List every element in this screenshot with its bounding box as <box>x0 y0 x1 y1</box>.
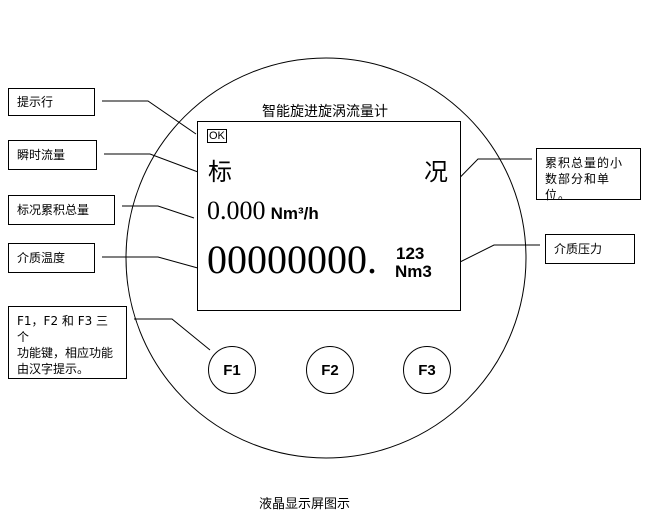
callout-decimal-line2: 数部分和单位。 <box>545 172 611 202</box>
callout-medium-temp: 介质温度 <box>8 243 95 273</box>
lcd-flow-rate: 0.000 Nm³/h <box>207 196 319 226</box>
leader-std-total <box>122 205 195 219</box>
callout-fkeys: F1，F2 和 F3 三个 功能键，相应功能 由汉字提示。 <box>8 306 127 379</box>
leader-fkeys <box>134 318 211 351</box>
leader-medium-temp <box>102 256 206 271</box>
leader-instant-flow <box>104 153 199 173</box>
callout-std-total-text: 标况累积总量 <box>17 203 90 217</box>
lcd-flow-rate-value: 0.000 <box>207 196 266 225</box>
callout-decimal-line1: 累积总量的小 <box>545 156 624 170</box>
callout-std-total: 标况累积总量 <box>8 195 115 225</box>
callout-fkeys-line1: F1，F2 和 F3 三个 <box>17 314 109 344</box>
callout-medium-pressure-text: 介质压力 <box>554 242 603 256</box>
callout-instant-flow-text: 瞬时流量 <box>17 148 66 162</box>
callout-fkeys-line2: 功能键，相应功能 <box>17 346 114 360</box>
callout-medium-temp-text: 介质温度 <box>17 251 66 265</box>
callout-instant-flow: 瞬时流量 <box>8 140 97 170</box>
lcd-total-integer: 00000000. <box>207 237 377 282</box>
lcd-total-fraction: 123 <box>396 244 425 263</box>
lcd-flow-rate-unit: Nm³/h <box>270 204 319 223</box>
lcd-right-char: 况 <box>424 158 448 186</box>
callout-decimal-part: 累积总量的小 数部分和单位。 <box>536 148 641 202</box>
device-outline-circle <box>125 57 527 459</box>
lcd-screen <box>197 121 461 311</box>
callout-tip-row: 提示行 <box>8 88 95 116</box>
callout-medium-pressure: 介质压力 <box>545 234 635 264</box>
lcd-left-char: 标 <box>208 158 232 186</box>
device-title: 智能旋进旋涡流量计 <box>262 104 388 120</box>
figure-caption: 液晶显示屏图示 <box>259 497 351 512</box>
lcd-total-unit: Nm3 <box>395 262 432 281</box>
f2-button[interactable]: F2 <box>306 346 354 394</box>
callout-tip-row-text: 提示行 <box>17 95 54 109</box>
callout-fkeys-line3: 由汉字提示。 <box>17 362 90 376</box>
f1-button[interactable]: F1 <box>208 346 256 394</box>
ok-badge: OK <box>207 129 227 143</box>
leader-tip-row <box>102 100 197 135</box>
f3-button[interactable]: F3 <box>403 346 451 394</box>
